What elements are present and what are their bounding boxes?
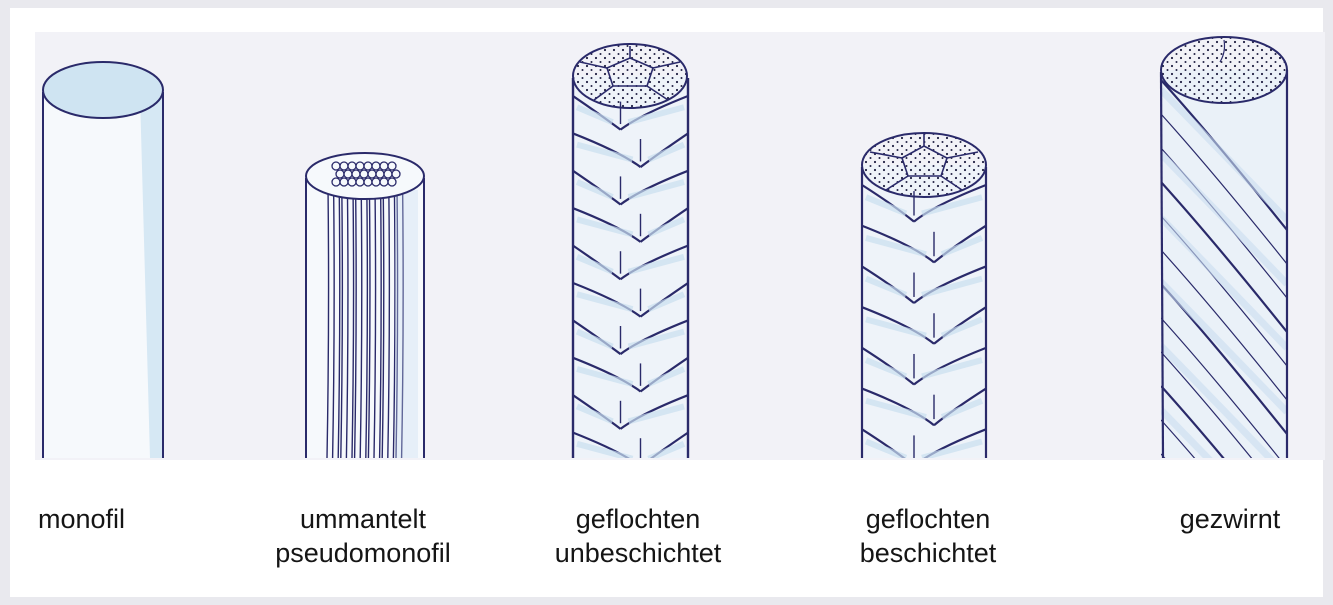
fibre-end — [348, 178, 356, 186]
fibre-end — [356, 162, 364, 170]
braided-uncoated-strand — [573, 44, 688, 466]
monofil-strand — [43, 62, 163, 458]
fibre-end — [340, 162, 348, 170]
fibre-end — [380, 178, 388, 186]
label-twisted-line1: gezwirnt — [1150, 502, 1310, 536]
fibre-end — [336, 170, 344, 178]
fibre-end — [388, 162, 396, 170]
label-braided-coated-line1: geflochten — [818, 502, 1038, 536]
fibre-end — [388, 178, 396, 186]
label-pseudomonofil: ummantelt pseudomonofil — [253, 502, 473, 570]
braided-coated-strand — [862, 133, 986, 466]
label-twisted: gezwirnt — [1150, 502, 1310, 536]
fibre-end — [344, 170, 352, 178]
fibre-end — [352, 170, 360, 178]
fibre-end — [368, 170, 376, 178]
fibre-end — [332, 162, 340, 170]
fibre-end — [332, 178, 340, 186]
label-monofil-line1: monofil — [38, 502, 125, 536]
fibre-end — [372, 178, 380, 186]
label-pseudomonofil-line1: ummantelt — [253, 502, 473, 536]
pseudomonofil-strand — [306, 153, 424, 458]
fibre-end — [380, 162, 388, 170]
fibre-end — [360, 170, 368, 178]
fibre-end — [364, 162, 372, 170]
label-braided-coated-line2: beschichtet — [818, 536, 1038, 570]
label-pseudomonofil-line2: pseudomonofil — [253, 536, 473, 570]
fibre-end — [392, 170, 400, 178]
fibre-end — [364, 178, 372, 186]
fibre-end — [384, 170, 392, 178]
label-braided-uncoated-line2: unbeschichtet — [528, 536, 748, 570]
fibre-end — [376, 170, 384, 178]
fibre-end — [340, 178, 348, 186]
fibre-end — [356, 178, 364, 186]
label-braided-coated: geflochten beschichtet — [818, 502, 1038, 570]
label-braided-uncoated: geflochten unbeschichtet — [528, 502, 748, 570]
label-monofil: monofil — [38, 502, 125, 536]
fibre-end — [372, 162, 380, 170]
label-braided-uncoated-line1: geflochten — [528, 502, 748, 536]
fibre-shade — [395, 190, 418, 458]
fibre-end — [348, 162, 356, 170]
